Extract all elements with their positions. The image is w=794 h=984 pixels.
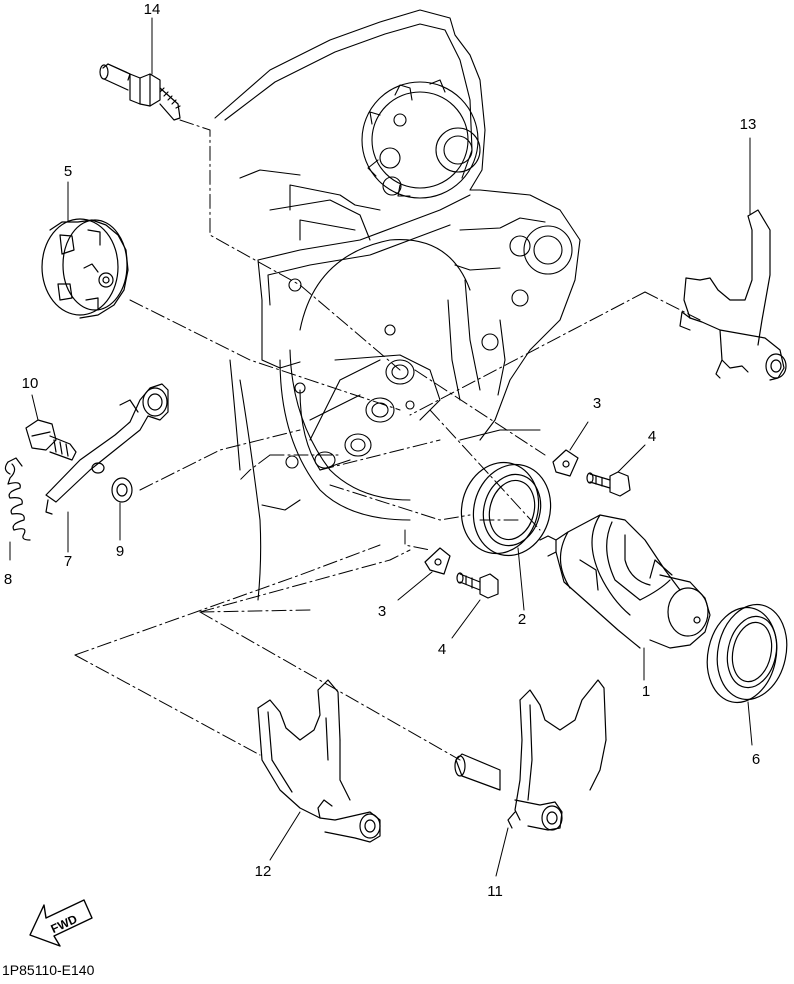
callout-11: 11 (487, 883, 503, 900)
part-5-segment (42, 182, 128, 318)
part-4-bolt-upper (587, 445, 645, 496)
fwd-arrow-icon (30, 900, 92, 946)
part-10-bolt (26, 395, 76, 460)
callout-1: 1 (641, 683, 651, 700)
callout-3-lower: 3 (377, 603, 387, 620)
callout-14: 14 (143, 1, 161, 18)
crankcase-housing (215, 10, 580, 600)
part-8-spring (5, 458, 30, 560)
leader-lines (75, 120, 700, 760)
part-1-shift-drum (540, 515, 710, 680)
callout-13: 13 (739, 116, 757, 133)
callout-3-upper: 3 (592, 395, 602, 412)
callout-4-upper: 4 (647, 428, 657, 445)
callout-8: 8 (3, 571, 13, 588)
part-4-bolt-lower (452, 573, 498, 638)
part-13-shift-fork (680, 138, 786, 380)
part-12-shift-fork (258, 680, 380, 860)
part-2-bearing (451, 454, 560, 610)
callout-9: 9 (115, 543, 125, 560)
callout-10: 10 (21, 375, 39, 392)
part-3-plate-upper (553, 422, 588, 476)
part-14-bolt (100, 18, 180, 120)
callout-4-lower: 4 (437, 641, 447, 658)
part-3-plate-lower (398, 548, 450, 600)
callout-6: 6 (751, 751, 761, 768)
callout-7: 7 (63, 553, 73, 570)
callout-12: 12 (254, 863, 272, 880)
drawing-code: 1P85110-E140 (2, 962, 95, 978)
part-7-shift-lever (46, 384, 168, 552)
callout-5: 5 (63, 163, 73, 180)
part-11-shift-fork (455, 680, 606, 876)
part-6-bearing (699, 598, 794, 745)
callout-2: 2 (517, 611, 527, 628)
part-9-washer (112, 478, 132, 540)
